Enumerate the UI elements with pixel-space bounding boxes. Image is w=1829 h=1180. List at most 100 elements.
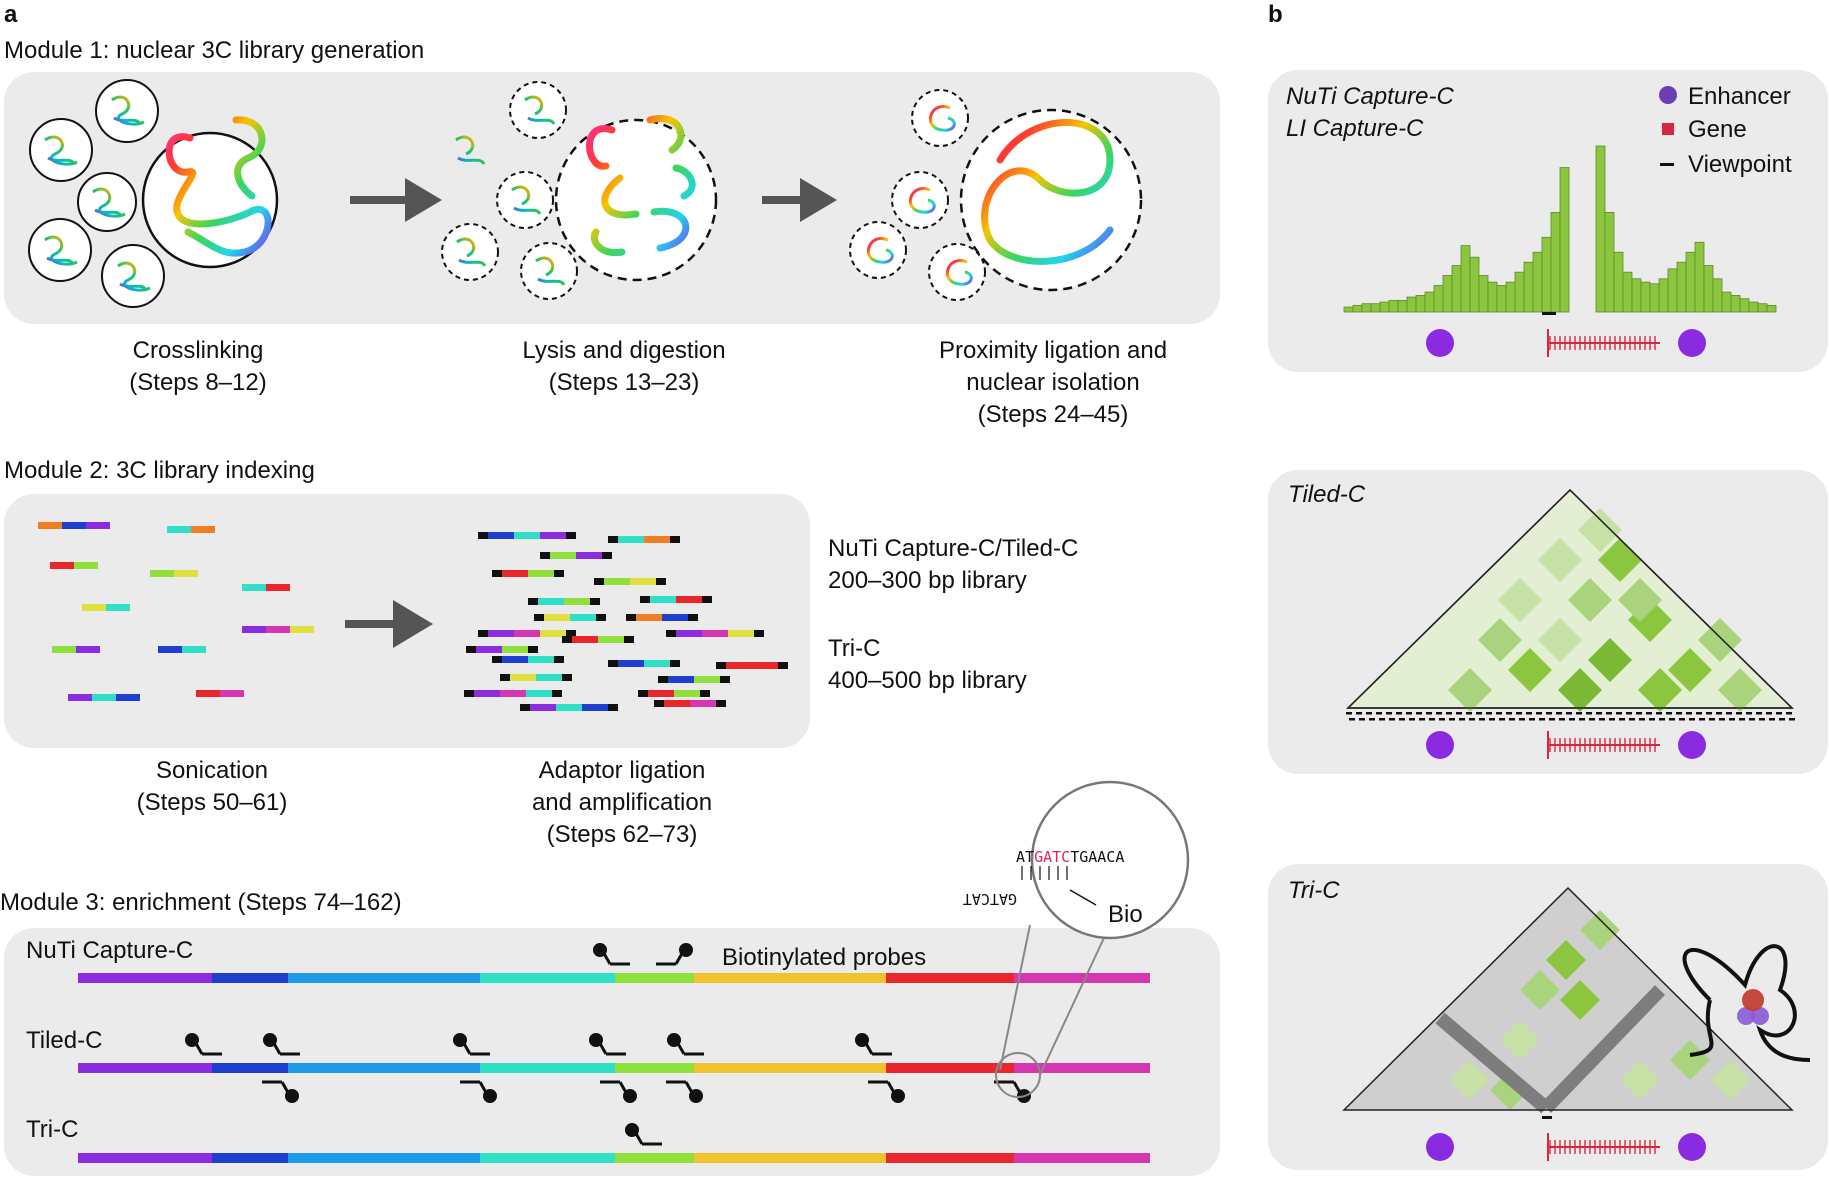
contact-cell — [1710, 1060, 1750, 1100]
process-arrow-1 — [350, 178, 442, 222]
contact-cell — [1448, 668, 1492, 712]
step-adaptor-range: (Steps 62–73) — [547, 821, 698, 848]
adaptor-cap — [608, 704, 618, 711]
viewpoint-marker-1 — [1542, 312, 1556, 315]
legend-enhancer-label: Enhancer — [1688, 83, 1791, 110]
fragment-segment — [576, 552, 602, 559]
track-segment — [694, 973, 886, 983]
enhancer-left-3 — [1426, 1133, 1454, 1161]
viewpoint-dash — [1609, 718, 1615, 721]
legend-gene-label: Gene — [1688, 116, 1747, 143]
viewpoint-dash — [1749, 718, 1755, 721]
track-segment — [694, 1063, 886, 1073]
viewpoint-dash — [1736, 712, 1742, 715]
contact-cell — [1498, 578, 1542, 622]
histogram-bar — [1613, 251, 1624, 313]
track-segment — [694, 1153, 886, 1163]
fragment-segment — [644, 536, 670, 543]
histogram-bar — [1514, 271, 1525, 313]
probe-biotin — [891, 1089, 905, 1103]
histogram-bar — [1496, 285, 1507, 313]
fragment-segment — [570, 614, 596, 621]
probe — [625, 1123, 662, 1146]
adaptor-cap — [590, 598, 600, 605]
legend: Enhancer Gene Viewpoint — [1659, 83, 1792, 178]
viewpoint-dash — [1349, 718, 1355, 721]
track-segment — [886, 973, 1014, 983]
histogram-bar — [1343, 306, 1354, 313]
viewpoint-dash — [1446, 712, 1452, 715]
histogram-bar — [1694, 241, 1705, 313]
viewpoint-dash — [1479, 718, 1485, 721]
viewpoint-band-right — [1540, 985, 1666, 1113]
track-segment — [480, 1153, 615, 1163]
histogram-bar — [1370, 303, 1381, 313]
viewpoint-dash — [1766, 712, 1772, 715]
step-lysis: Lysis and digestion — [522, 337, 725, 364]
probe-biotin — [263, 1033, 277, 1047]
step-ligation-line2: nuclear isolation — [966, 369, 1139, 396]
viewpoint-dash — [1646, 712, 1652, 715]
zoom-small-circle — [995, 1052, 1041, 1098]
fragment-segment — [540, 532, 566, 539]
viewpoint-dash — [1556, 712, 1562, 715]
histogram-bar — [1361, 303, 1372, 313]
probe — [593, 943, 630, 966]
fragment-segment — [702, 630, 728, 637]
fragment-segment — [540, 630, 566, 637]
histogram-bar — [1649, 283, 1660, 313]
contact-cell — [1478, 618, 1522, 662]
probe — [589, 1033, 626, 1056]
fragment-segment — [242, 584, 266, 591]
small-nuclei-crosslink — [28, 79, 165, 308]
histogram-bar — [1766, 304, 1777, 313]
adaptor-cap — [720, 676, 730, 683]
zoom-callout: ATGATCTGAACA GATCAT Bio — [963, 780, 1190, 1098]
crosslinking-nuclei — [28, 79, 279, 308]
viewpoint-dash — [1779, 718, 1785, 721]
probe — [263, 1033, 300, 1056]
probe — [600, 1080, 637, 1103]
histogram-bar — [1451, 265, 1462, 313]
viewpoint-dash — [1729, 718, 1735, 721]
viewpoint-dash — [1586, 712, 1592, 715]
adaptor-cap — [528, 598, 538, 605]
adaptor-cap — [478, 630, 488, 637]
adaptor-cap — [640, 596, 650, 603]
fragment-segment — [690, 700, 716, 707]
track-label-nuti: NuTi Capture-C — [26, 937, 193, 964]
histogram-bar — [1523, 261, 1534, 313]
enhancer-left-2 — [1426, 731, 1454, 759]
contact-cell — [1670, 1040, 1710, 1080]
viewpoint-dash — [1739, 718, 1745, 721]
contact-cell — [1578, 508, 1622, 552]
gene-2 — [1547, 731, 1660, 759]
probe — [868, 1080, 905, 1103]
fragment-segment — [636, 614, 662, 621]
histogram-bar — [1640, 281, 1651, 313]
adaptor-cap — [666, 630, 676, 637]
box3-title: Tri-C — [1288, 877, 1340, 904]
contact-cell — [1638, 668, 1682, 712]
adaptor-fragments — [464, 532, 788, 711]
viewpoint-dash — [1559, 718, 1565, 721]
step-adaptor: Adaptor ligation — [539, 757, 706, 784]
histogram-bar — [1397, 299, 1408, 313]
fragment-segment — [648, 690, 674, 697]
viewpoint-dash — [1529, 718, 1535, 721]
probe-label: Biotinylated probes — [722, 944, 926, 971]
module3-title: Module 3: enrichment (Steps 74–162) — [0, 889, 402, 916]
adaptor-cap — [716, 662, 726, 669]
chromatin-large — [165, 116, 272, 257]
histogram-bar — [1460, 245, 1471, 313]
histogram-bar — [1379, 301, 1390, 313]
fragment-segment — [266, 626, 290, 633]
fragment-segment — [598, 636, 624, 643]
fragment-segment — [191, 526, 215, 533]
adaptor-cap — [554, 656, 564, 663]
loop-cartoon — [1682, 944, 1811, 1062]
fragment-segment — [50, 562, 74, 569]
module2-captions: Sonication (Steps 50–61) Adaptor ligatio… — [137, 757, 712, 848]
viewpoint-dash — [1549, 718, 1555, 721]
probe-biotin — [855, 1033, 869, 1047]
